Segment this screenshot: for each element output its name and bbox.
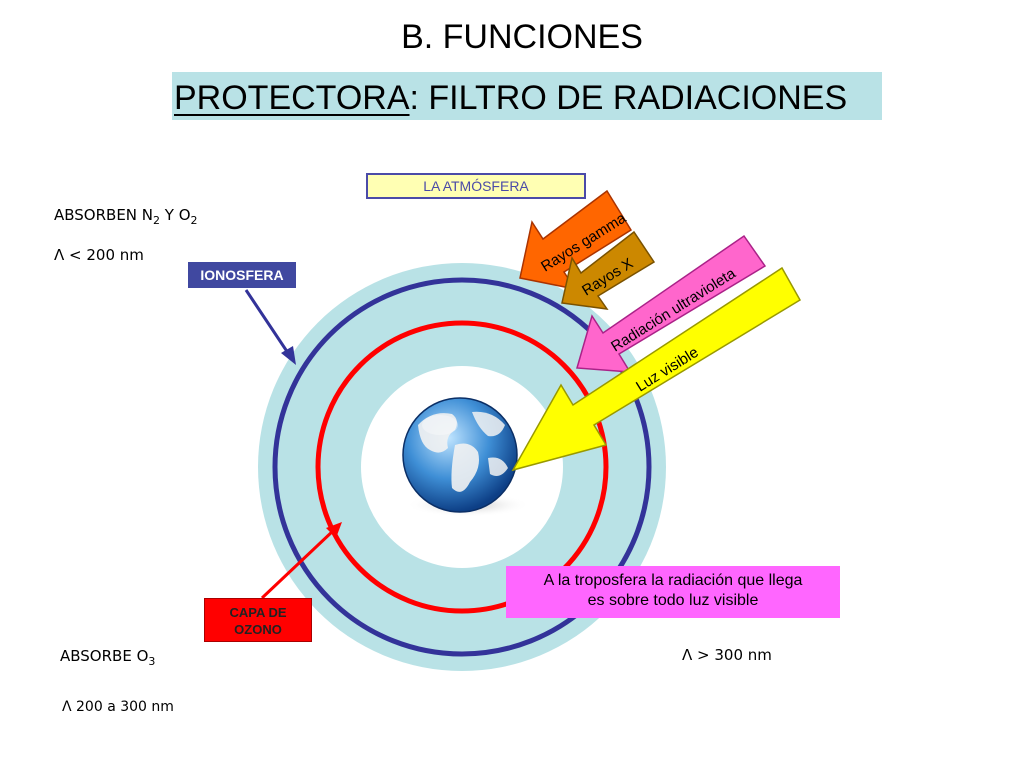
absorb-bottom-wavelength: Λ 200 a 300 nm — [62, 699, 174, 715]
ionosphere-pointer-arrow — [244, 289, 296, 365]
ozone-label-line1: CAPA DE — [229, 605, 287, 620]
ionosphere-label-box: IONOSFERA — [188, 262, 296, 288]
page-subtitle: PROTECTORA: FILTRO DE RADIACIONES — [172, 72, 882, 120]
absorb-top-sub2: 2 — [190, 214, 198, 227]
troposphere-note-box: A la troposfera la radiación que llega e… — [506, 566, 840, 618]
ozone-label-line2: OZONO — [234, 622, 282, 637]
atmosphere-label-box: LA ATMÓSFERA — [366, 173, 586, 199]
subtitle-rest: : FILTRO DE RADIACIONES — [409, 79, 848, 117]
visible-wavelength-note: Λ > 300 nm — [682, 646, 772, 664]
absorb-top-sub1: 2 — [153, 214, 161, 227]
absorb-bottom-prefix: ABSORBE O — [60, 647, 149, 665]
troposphere-note-line1: A la troposfera la radiación que llega — [543, 572, 803, 589]
absorb-top-note: ABSORBEN N2 Y O2 — [54, 206, 198, 227]
absorb-top-wavelength: Λ < 200 nm — [54, 246, 144, 264]
subtitle-underlined: PROTECTORA — [174, 79, 410, 117]
absorb-bottom-note: ABSORBE O3 — [60, 647, 156, 668]
absorb-top-prefix: ABSORBEN N — [54, 206, 154, 224]
troposphere-note-line2: es sobre todo luz visible — [587, 592, 759, 609]
absorb-bottom-sub: 3 — [148, 655, 156, 668]
ozone-ring — [315, 320, 609, 614]
globe-icon — [402, 397, 518, 513]
page-title: B. FUNCIONES — [401, 18, 643, 56]
ozone-pointer-arrow — [260, 522, 342, 600]
ozone-label-box: CAPA DE OZONO — [204, 598, 312, 642]
absorb-top-middle: Y O — [160, 206, 191, 224]
ionosphere-ring — [272, 277, 652, 657]
